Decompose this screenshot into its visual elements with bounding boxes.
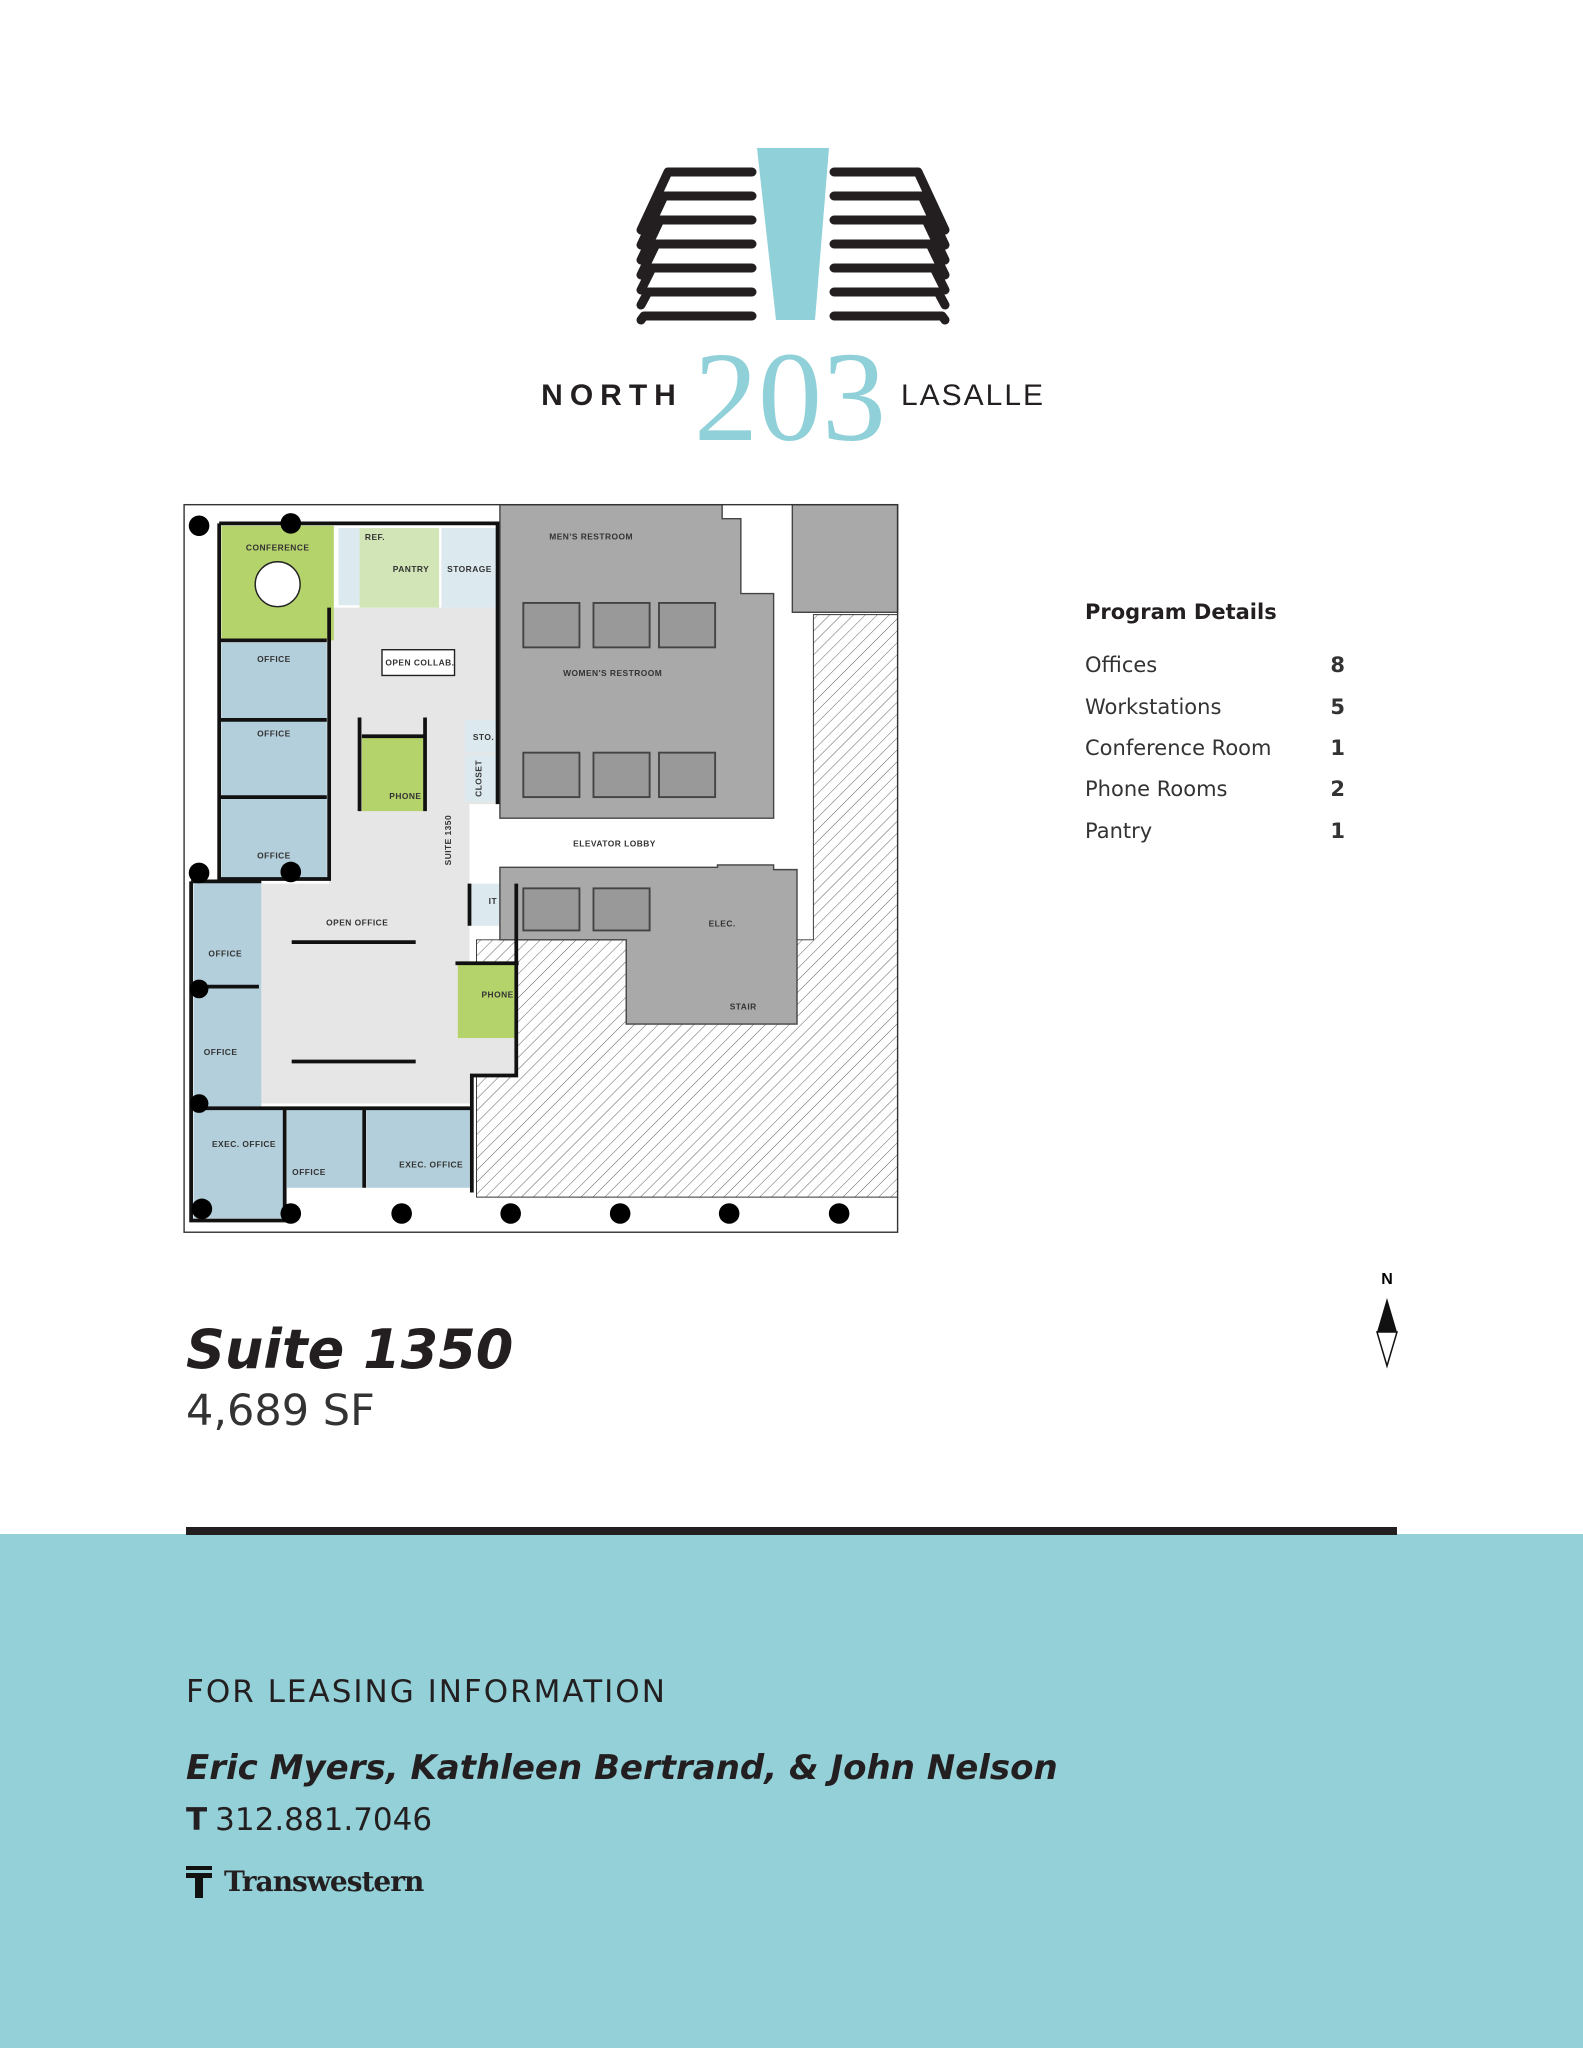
- label-elec: ELEC.: [709, 919, 736, 929]
- label-suite: SUITE 1350: [443, 815, 453, 865]
- program-label: Offices: [1085, 653, 1158, 677]
- office: [221, 719, 327, 798]
- footer-band: [0, 1534, 1583, 2048]
- label-phone: PHONE: [481, 989, 513, 999]
- suite-area: 4,689 SF: [186, 1386, 375, 1436]
- svg-text:N: N: [1381, 1271, 1393, 1288]
- exec-office: [366, 1108, 472, 1188]
- label-office: OFFICE: [204, 1047, 238, 1057]
- program-label: Phone Rooms: [1085, 777, 1228, 801]
- label-office: OFFICE: [257, 729, 291, 739]
- label-office: OFFICE: [257, 654, 291, 664]
- office: [221, 797, 327, 879]
- program-item: Offices 8: [1085, 653, 1345, 677]
- north-arrow-icon: N: [1375, 1271, 1399, 1369]
- logo-stripe: [829, 191, 950, 250]
- program-value: 1: [1330, 736, 1345, 760]
- program-label: Workstations: [1085, 695, 1222, 719]
- label-office: OFFICE: [292, 1167, 326, 1177]
- suite-name: Suite 1350: [186, 1318, 514, 1381]
- collab-table: [381, 649, 456, 677]
- logo-stripe: [636, 263, 757, 295]
- label-sto: STO.: [473, 732, 494, 742]
- logo-stripe: [829, 287, 950, 310]
- program-label: Conference Room: [1085, 736, 1272, 760]
- label-stair: STAIR: [730, 1002, 757, 1012]
- program-item: Conference Room 1: [1085, 736, 1345, 760]
- pantry: [359, 528, 440, 608]
- label-open-collab: OPEN COLLAB.: [385, 658, 454, 668]
- program-details-title: Program Details: [1085, 600, 1277, 624]
- logo-stripe: [636, 287, 757, 310]
- program-value: 1: [1330, 819, 1345, 843]
- logo-stripe: [829, 215, 950, 265]
- core: [499, 503, 775, 819]
- divider: [186, 1527, 1397, 1535]
- office: [193, 881, 262, 987]
- program-value: 5: [1330, 695, 1345, 719]
- program-item: Pantry 1: [1085, 819, 1345, 843]
- contact-names: Eric Myers, Kathleen Bertrand, & John Ne…: [186, 1748, 1058, 1788]
- label-elevator-lobby: ELEVATOR LOBBY: [573, 839, 656, 849]
- label-closet: CLOSET: [474, 760, 484, 797]
- open-office-area: [251, 607, 517, 1104]
- label-office: OFFICE: [208, 949, 242, 959]
- label-office: OFFICE: [257, 850, 291, 860]
- office: [221, 642, 327, 720]
- building-stripes-icon: [636, 167, 950, 325]
- label-pantry: PANTRY: [393, 564, 429, 574]
- phone-number: 312.881.7046: [215, 1802, 433, 1838]
- logo-stripe: [636, 215, 757, 265]
- exec-office: [193, 1108, 285, 1219]
- logo-north: NORTH: [541, 379, 683, 412]
- label-storage: STORAGE: [447, 564, 492, 574]
- label-it: IT: [489, 896, 498, 906]
- columns: [188, 513, 850, 1224]
- office: [287, 1108, 365, 1188]
- label-ref: REF.: [365, 532, 385, 542]
- program-item: Workstations 5: [1085, 695, 1345, 719]
- tower-icon: [757, 148, 829, 320]
- storage: [441, 528, 498, 608]
- logo-stripe: [829, 167, 950, 235]
- program-value: 8: [1330, 653, 1345, 677]
- phone-prefix: T: [186, 1802, 208, 1838]
- transwestern-t-icon: [186, 1865, 212, 1898]
- logo-lasalle: LASALLE: [901, 379, 1045, 412]
- label-exec-office: EXEC. OFFICE: [399, 1160, 463, 1170]
- logo-number: 203: [694, 326, 886, 460]
- label-mens-restroom: MEN'S RESTROOM: [549, 531, 633, 541]
- program-item: Phone Rooms 2: [1085, 777, 1345, 801]
- logo-stripe: [829, 263, 950, 295]
- phone-room: [457, 963, 517, 1039]
- logo-stripe: [636, 191, 757, 250]
- transwestern-logo: Transwestern: [186, 1865, 424, 1898]
- floor-plan: CONFERENCE REF. PANTRY STORAGE MEN'S RES…: [170, 500, 900, 1250]
- north-203-lasalle-logo: NORTH 203 LASALLE: [541, 148, 1045, 460]
- program-label: Pantry: [1085, 819, 1153, 843]
- logo-stripe: [636, 311, 757, 325]
- label-womens-restroom: WOMEN'S RESTROOM: [563, 668, 662, 678]
- conference-table: [254, 561, 301, 608]
- program-value: 2: [1330, 777, 1345, 801]
- phone-room: [361, 736, 426, 812]
- label-phone: PHONE: [389, 791, 421, 801]
- leasing-heading: FOR LEASING INFORMATION: [186, 1674, 667, 1710]
- label-open-office: OPEN OFFICE: [326, 917, 388, 927]
- logo-stripe: [636, 239, 757, 280]
- logo-stripe: [636, 167, 757, 235]
- label-conference: CONFERENCE: [246, 543, 310, 553]
- label-exec-office: EXEC. OFFICE: [212, 1139, 276, 1149]
- logo-stripe: [829, 311, 950, 325]
- company-name: Transwestern: [224, 1865, 424, 1898]
- logo-stripe: [829, 239, 950, 280]
- office: [193, 986, 262, 1109]
